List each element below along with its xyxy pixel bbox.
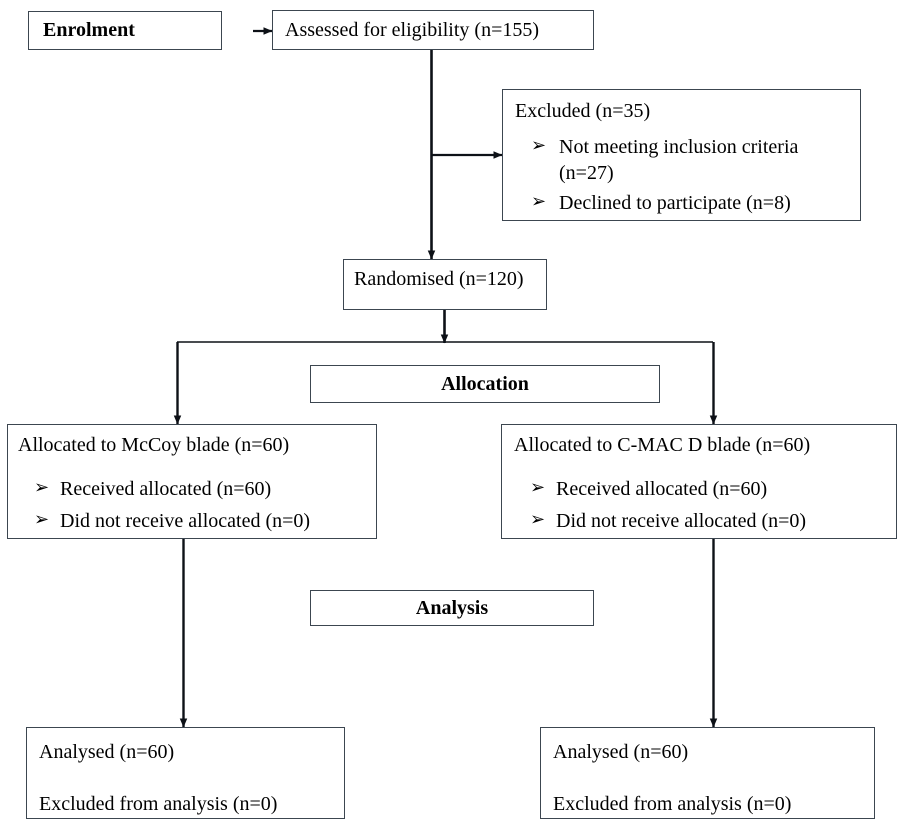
list-item-label: Received allocated (n=60) [60, 478, 272, 500]
excluded-heading: Excluded (n=35) [515, 100, 651, 122]
analysed-cmac-box: Analysed (n=60) Excluded from analysis (… [540, 727, 875, 819]
arrowhead-bullet-icon: ➢ [530, 477, 546, 498]
list-item-label: Did not receive allocated (n=0) [60, 510, 311, 532]
allocated-mccoy-heading: Allocated to McCoy blade (n=60) [18, 434, 290, 456]
list-item: ➢ Received allocated (n=60) [18, 476, 368, 502]
analysed-mccoy-box: Analysed (n=60) Excluded from analysis (… [26, 727, 345, 819]
arrowhead-bullet-icon: ➢ [34, 509, 50, 530]
analysis-header-bar: Analysis [310, 590, 594, 626]
assessed-for-eligibility-label: Assessed for eligibility (n=155) [285, 18, 540, 41]
randomised-label: Randomised (n=120) [354, 268, 524, 290]
allocated-cmac-list: ➢ Received allocated (n=60) ➢ Did not re… [514, 476, 888, 534]
list-item: ➢ Did not receive allocated (n=0) [18, 508, 368, 534]
allocation-header-label: Allocation [441, 372, 529, 395]
list-item: ➢ Did not receive allocated (n=0) [514, 508, 888, 534]
arrowhead-bullet-icon: ➢ [530, 509, 546, 530]
list-item-label: Declined to participate (n=8) [559, 192, 791, 214]
allocated-cmac-heading: Allocated to C-MAC D blade (n=60) [514, 434, 811, 456]
allocation-header-bar: Allocation [310, 365, 660, 403]
analysed-mccoy-count: Analysed (n=60) [39, 741, 175, 763]
allocated-cmac-box: Allocated to C-MAC D blade (n=60) ➢ Rece… [501, 424, 897, 539]
list-item: ➢ Received allocated (n=60) [514, 476, 888, 502]
assessed-for-eligibility-box: Assessed for eligibility (n=155) [272, 10, 594, 50]
allocated-mccoy-box: Allocated to McCoy blade (n=60) ➢ Receiv… [7, 424, 377, 539]
arrowhead-bullet-icon: ➢ [531, 191, 547, 212]
randomised-box: Randomised (n=120) [343, 259, 547, 310]
excluded-box: Excluded (n=35) ➢ Not meeting inclusion … [502, 89, 861, 221]
list-item-label: Did not receive allocated (n=0) [556, 510, 807, 532]
analysed-cmac-excluded: Excluded from analysis (n=0) [553, 793, 792, 815]
analysis-header-label: Analysis [415, 596, 489, 619]
analysed-cmac-count: Analysed (n=60) [553, 741, 689, 763]
enrolment-label: Enrolment [43, 19, 135, 41]
analysed-mccoy-excluded: Excluded from analysis (n=0) [39, 793, 278, 815]
allocated-mccoy-list: ➢ Received allocated (n=60) ➢ Did not re… [18, 476, 368, 534]
list-item-label: Received allocated (n=60) [556, 478, 768, 500]
list-item: ➢ Declined to participate (n=8) [515, 190, 850, 216]
enrolment-box: Enrolment [28, 11, 222, 50]
list-item-label: Not meeting inclusion criteria (n=27) [559, 136, 799, 184]
arrowhead-bullet-icon: ➢ [34, 477, 50, 498]
excluded-reason-list: ➢ Not meeting inclusion criteria (n=27) … [515, 134, 850, 216]
arrowhead-bullet-icon: ➢ [531, 135, 547, 156]
list-item: ➢ Not meeting inclusion criteria (n=27) [515, 134, 850, 186]
